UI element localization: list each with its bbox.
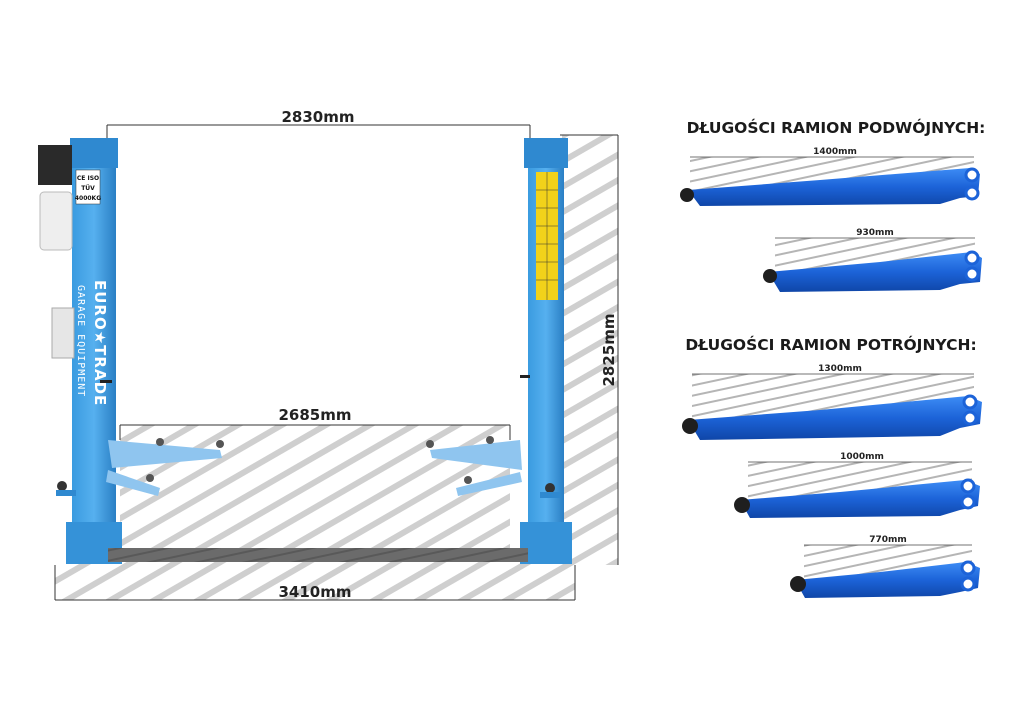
oil-tank-icon — [39, 191, 73, 251]
cert-tuv: TÜV — [81, 185, 95, 192]
triple-arms-heading: DŁUGOŚCI RAMION POTRÓJNYCH: — [685, 335, 976, 354]
double-arms-heading: DŁUGOŚCI RAMION PODWÓJNYCH: — [687, 118, 986, 137]
dim-top-width: 2830mm — [281, 108, 354, 126]
dim-inner-width: 2685mm — [278, 406, 351, 424]
dim-height: 2825mm — [600, 313, 618, 386]
arm-double-1400: 1400mm — [680, 147, 980, 206]
arm-770-label: 770mm — [869, 535, 907, 545]
brand-name: EURO★TRADE — [91, 280, 109, 406]
arm-triple-770: 770mm — [790, 535, 980, 598]
dim-base-width: 3410mm — [278, 583, 351, 601]
arm-1000-label: 1000mm — [840, 452, 884, 462]
arm-930-label: 930mm — [856, 228, 894, 238]
control-box-icon — [51, 307, 75, 359]
cert-ce: CE ISO — [77, 175, 99, 182]
arm-triple-1000: 1000mm — [734, 452, 980, 518]
arm-triple-1300: 1300mm — [682, 364, 982, 440]
arm-1400-label: 1400mm — [813, 147, 857, 157]
cert-plate — [75, 169, 101, 205]
arm-double-930: 930mm — [763, 228, 982, 292]
brand-subtitle: GARAGE EQUIPMENT — [75, 285, 86, 397]
cert-capacity: 4000KG — [75, 195, 101, 202]
right-column — [426, 138, 572, 564]
arm-1300-label: 1300mm — [818, 364, 862, 374]
motor-icon — [38, 145, 72, 185]
dimension-lines — [54, 124, 619, 601]
